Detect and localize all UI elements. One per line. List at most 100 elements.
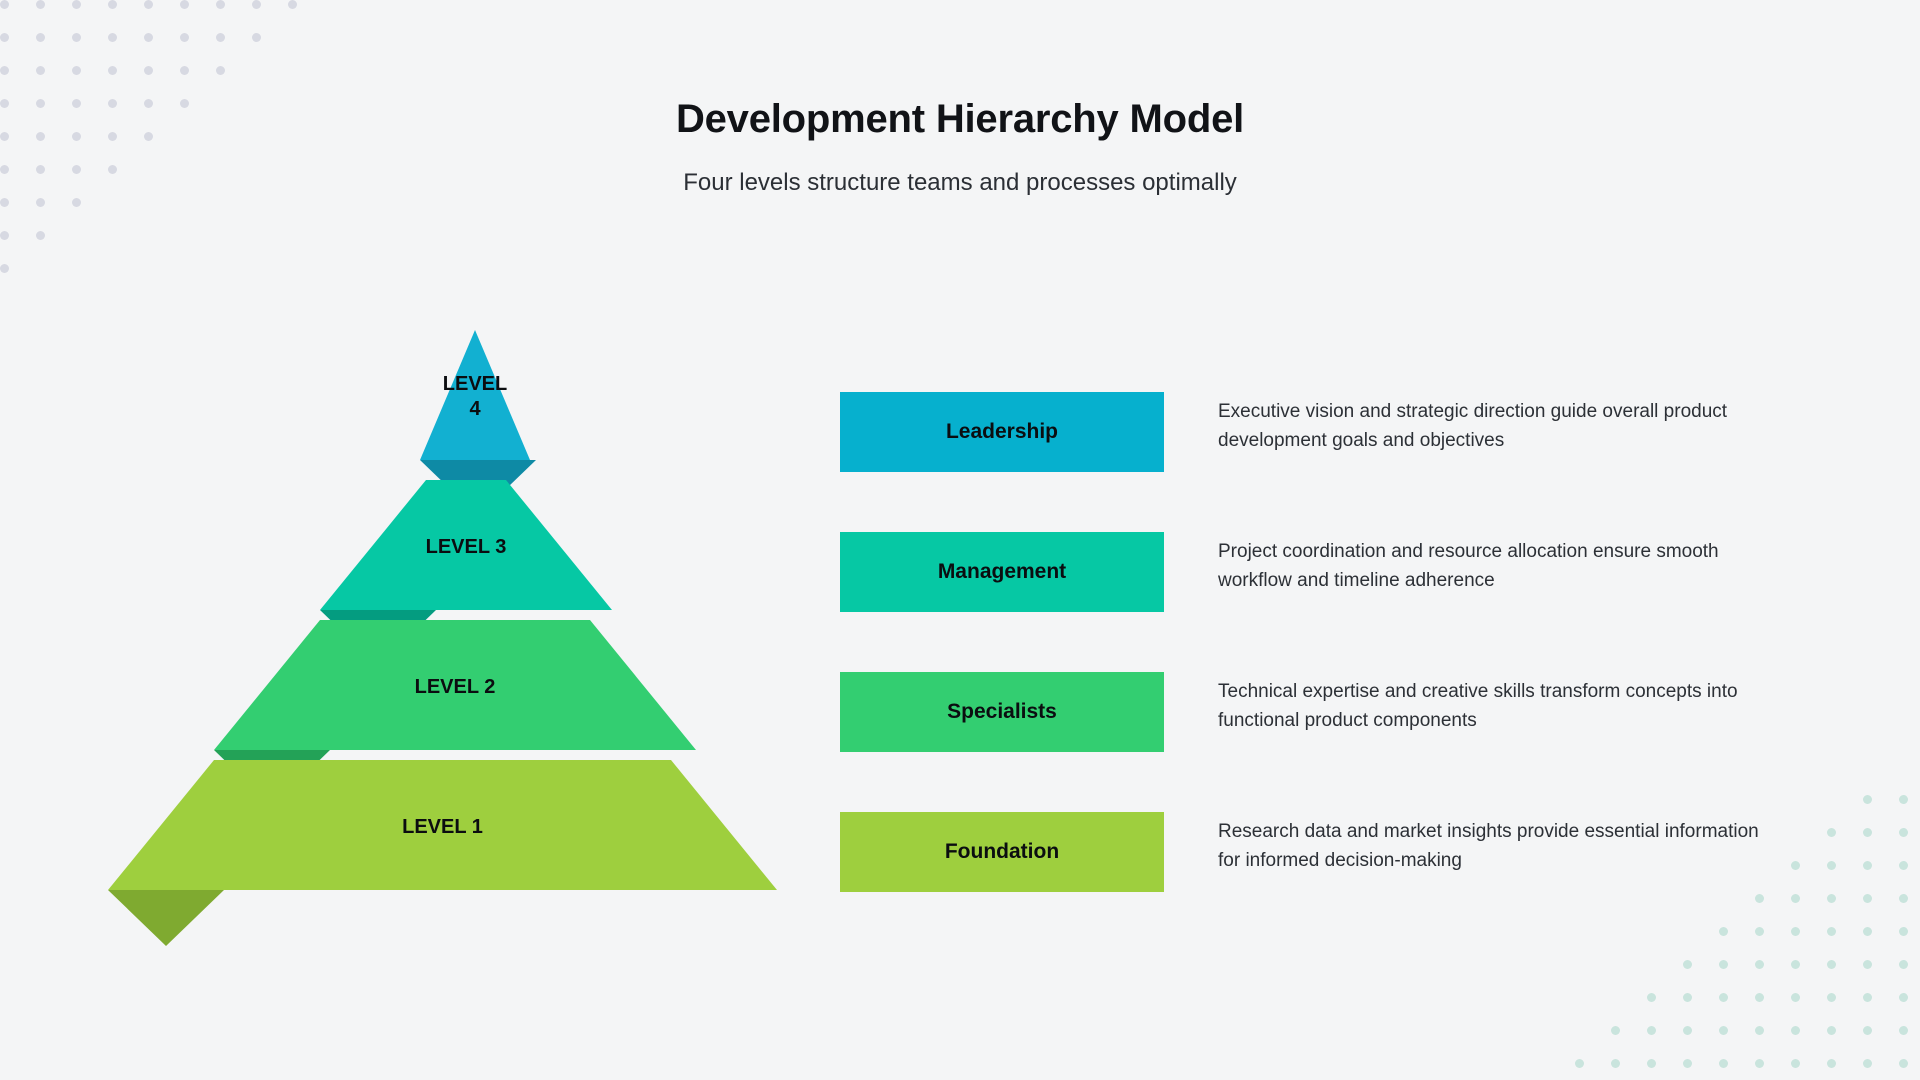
level-chip[interactable]: Management [840,532,1164,612]
decorative-dot [288,0,297,9]
decorative-dot [1899,861,1908,870]
decorative-dot [1863,993,1872,1002]
decorative-dot [180,33,189,42]
decorative-dot [1791,993,1800,1002]
decorative-dot [1647,1026,1656,1035]
level-row: Management Project coordination and resou… [840,532,1880,672]
level-row: Specialists Technical expertise and creat… [840,672,1880,812]
decorative-dot [1863,960,1872,969]
decorative-dot [1647,993,1656,1002]
decorative-dot [216,33,225,42]
decorative-dot [1683,993,1692,1002]
level-chip-label: Management [937,560,1067,583]
decorative-dot [144,0,153,9]
decorative-dot [1755,1026,1764,1035]
page-title: Development Hierarchy Model [675,97,1245,141]
decorative-dot [1755,993,1764,1002]
decorative-dot [180,66,189,75]
level-chip-label: Foundation [944,840,1060,863]
pyramid-level-body [214,620,696,750]
decorative-dot [0,66,9,75]
decorative-dot [1827,1026,1836,1035]
decorative-dot [72,66,81,75]
decorative-dot [1575,1059,1584,1068]
decorative-dot [0,264,9,273]
header: Development Hierarchy Model Four levels … [0,96,1920,198]
decorative-dot [252,33,261,42]
decorative-dot [1683,960,1692,969]
pyramid-level-shape [108,760,777,946]
decorative-dot [1899,993,1908,1002]
decorative-dot [0,33,9,42]
decorative-dot [36,231,45,240]
decorative-dot [108,33,117,42]
decorative-dot [1611,1026,1620,1035]
decorative-dot [0,231,9,240]
decorative-dot [72,33,81,42]
level-row: Leadership Executive vision and strategic… [840,392,1880,532]
decorative-dot [1899,795,1908,804]
decorative-dot [1683,1059,1692,1068]
pyramid-level-body [420,330,530,460]
decorative-dot [1719,1026,1728,1035]
decorative-dot [1827,1059,1836,1068]
pyramid-level[interactable]: LEVEL 2 [0,620,800,806]
decorative-dot [1899,1026,1908,1035]
decorative-dot [252,0,261,9]
decorative-dot [1899,927,1908,936]
decorative-dot [1755,1059,1764,1068]
decorative-dot [36,0,45,9]
decorative-dot [1791,960,1800,969]
decorative-dot [0,198,9,207]
decorative-dot [1719,993,1728,1002]
level-description: Technical expertise and creative skills … [1218,681,1738,731]
decorative-dot [36,33,45,42]
decorative-dot [1791,1026,1800,1035]
decorative-dot [1899,828,1908,837]
decorative-dot [1791,1059,1800,1068]
level-description: Project coordination and resource alloca… [1218,541,1719,591]
decorative-dot [180,0,189,9]
decorative-dot [1863,1059,1872,1068]
pyramid-level-fold [108,890,224,946]
level-chip[interactable]: Specialists [840,672,1164,752]
decorative-dot [216,0,225,9]
decorative-dot [1863,1026,1872,1035]
decorative-dot [36,66,45,75]
decorative-dot [1899,1059,1908,1068]
decorative-dot [1647,1059,1656,1068]
decorative-dot [1719,1059,1728,1068]
decorative-dot [108,66,117,75]
level-chip[interactable]: Foundation [840,812,1164,892]
decorative-dot [1755,960,1764,969]
decorative-dot [108,0,117,9]
level-rows: Leadership Executive vision and strategic… [840,392,1880,952]
level-description: Executive vision and strategic direction… [1218,401,1728,451]
pyramid-level-body [320,480,612,610]
pyramid-level[interactable]: LEVEL 4 [0,330,800,516]
decorative-dot [1827,960,1836,969]
level-chip[interactable]: Leadership [840,392,1164,472]
level-row: Foundation Research data and market insig… [840,812,1880,952]
pyramid-level[interactable]: LEVEL 3 [0,480,800,666]
decorative-dot [1611,1059,1620,1068]
page-subtitle: Four levels structure teams and processe… [683,169,1237,197]
pyramid-level[interactable]: LEVEL 1 [0,760,800,946]
level-chip-label: Specialists [947,700,1057,723]
decorative-dot [72,198,81,207]
decorative-dot [1683,1026,1692,1035]
decorative-dot [72,0,81,9]
decorative-dot [1899,960,1908,969]
decorative-dot [1827,993,1836,1002]
decorative-dot [216,66,225,75]
decorative-dot [144,66,153,75]
level-description: Research data and market insights provid… [1218,821,1759,871]
decorative-dot [0,0,9,9]
pyramid-level-body [108,760,777,890]
decorative-dot [1899,894,1908,903]
decorative-dot [144,33,153,42]
decorative-dot [1719,960,1728,969]
level-chip-label: Leadership [945,420,1059,443]
